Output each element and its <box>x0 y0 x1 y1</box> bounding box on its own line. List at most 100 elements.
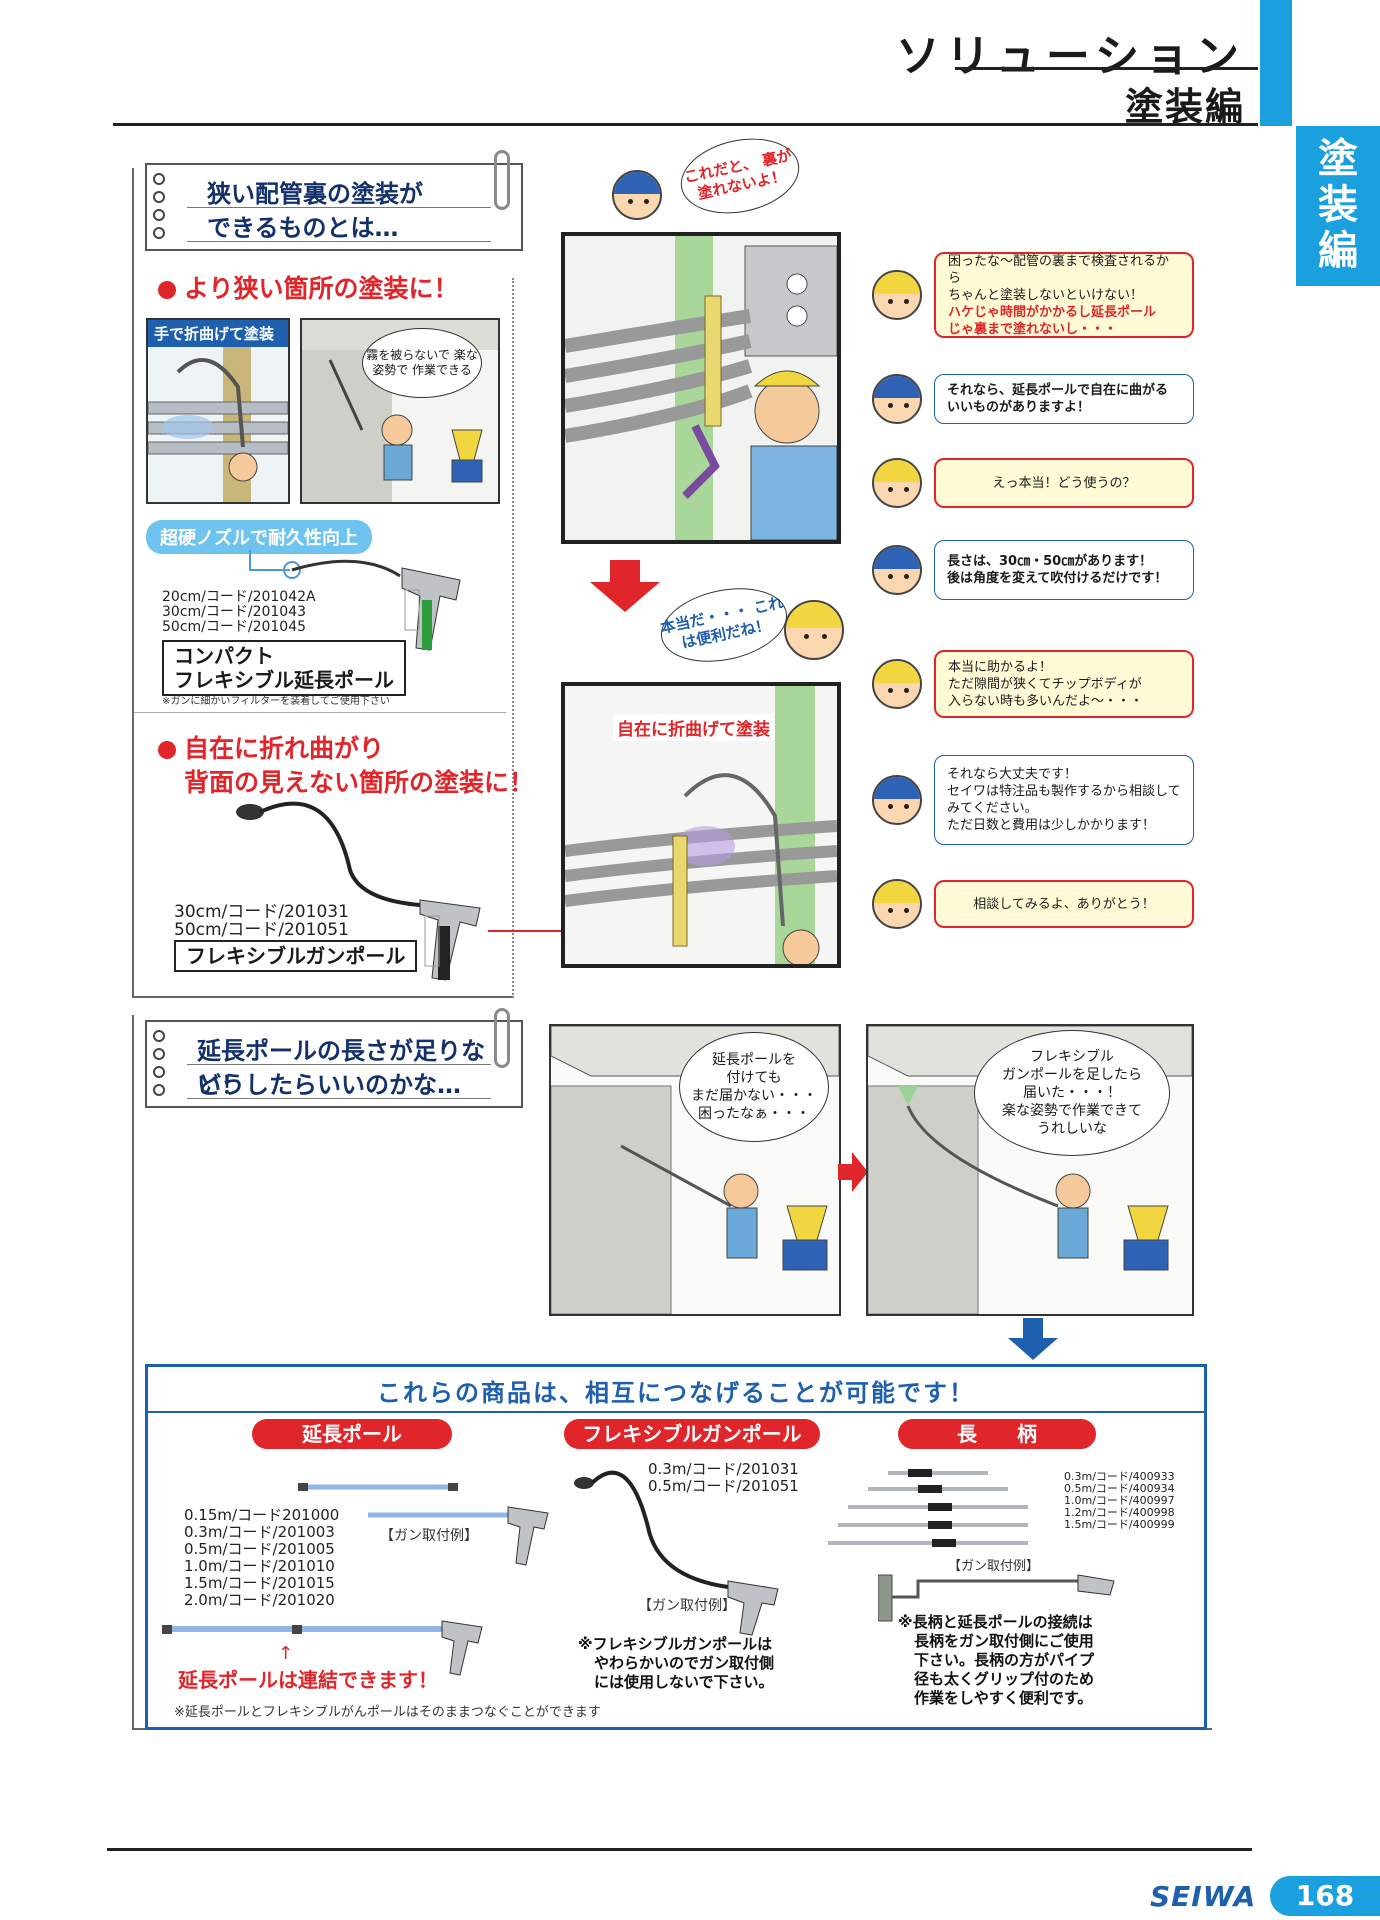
flex-bend-label: 自在に折曲げて塗装 <box>613 714 774 741</box>
dialogue-line: 後は角度を変えて吹付けるだけです！ <box>947 571 1168 586</box>
extension-pole-specs: 0.15m/コード201000 0.3m/コード/201003 0.5m/コード… <box>184 1507 339 1609</box>
flex-gun-pole-bottom-illustration <box>574 1470 779 1636</box>
page-subtitle: 塗装編 <box>1124 85 1245 129</box>
flex-gun-pole-note: ※フレキシブルガンポールは やわらかいのでガン取付側 には使用しないで下さい。 <box>578 1635 774 1692</box>
box-title: これらの商品は、相互につなげることが可能です！ <box>377 1379 975 1407</box>
note-line: ※フレキシブルガンポールは <box>578 1635 773 1653</box>
worker-face-yellow-icon <box>872 458 922 508</box>
dialogue-row: 長さは、30㎝・50㎝があります！後は角度を変えて吹付けるだけです！ <box>872 540 1194 600</box>
heading-flexible: 自在に折れ曲がり 背面の見えない箇所の塗装に！ <box>158 732 534 800</box>
dialogue-line: みてください。 <box>947 801 1038 816</box>
connected-pole-illustration <box>162 1620 483 1676</box>
illustration-flex-bend: 自在に折曲げて塗装 <box>561 682 841 968</box>
heading-text: 自在に折れ曲がり <box>184 734 385 763</box>
pole-reached-illustration <box>868 1026 1192 1314</box>
worker-face-blue-icon <box>872 775 922 825</box>
dialogue-line-emphasis: ハケじゃ時間がかかるし延長ポール <box>948 304 1157 320</box>
note-line: 長柄をガン取付側にご使用 <box>914 1632 1094 1650</box>
dialogue-line: セイワは特注品も製作するから相談して <box>947 784 1181 799</box>
flex-gun-pole-example: 【ガン取付例】 <box>638 1598 736 1614</box>
heading-text: 背面の見えない箇所の塗装に！ <box>184 768 535 797</box>
dialogue-line: ただ日数と費用は少しかかります！ <box>947 818 1156 833</box>
arrow-down-blue-icon <box>1008 1318 1058 1360</box>
compact-pole-illustration <box>249 550 461 651</box>
paperclip-icon <box>494 150 510 210</box>
dialogue-line: えっ本当！どう使うの？ <box>992 475 1136 491</box>
note-line: 作業をしやすく便利です。 <box>914 1689 1093 1707</box>
footer-rule <box>107 1848 1252 1851</box>
note-line: 径も太くグリップ付のため <box>914 1670 1095 1688</box>
speech-bubble: フレキシブル ガンポールを足したら 届いた・・・！ 楽な姿勢で作業できて うれし… <box>974 1030 1170 1156</box>
arrow-right-icon <box>838 1152 868 1192</box>
pipe-back-illustration <box>565 236 837 540</box>
flex-bend-illustration <box>565 686 837 964</box>
bullet-dot-icon <box>158 741 176 759</box>
dialogue-line-emphasis: じゃ裏まで塗れないし・・・ <box>948 321 1118 337</box>
flex-spec-list: 30cm/コード/201031 50cm/コード/201051 <box>174 903 349 939</box>
illustration-pole-reached: フレキシブル ガンポールを足したら 届いた・・・！ 楽な姿勢で作業できて うれし… <box>866 1024 1194 1316</box>
dialogue-line: 困ったな〜配管の裏まで検査されるから <box>948 253 1170 286</box>
speech-line: 延長ポールを <box>712 1052 796 1068</box>
spec-line: 1.5m/コード/400999 <box>1064 1518 1175 1531</box>
dialogue-line: 入らない時も多いんだよ〜・・・ <box>948 693 1144 709</box>
long-handle-specs: 0.3m/コード/400933 0.5m/コード/400934 1.0m/コード… <box>1064 1471 1175 1531</box>
side-tab-char-3: 編 <box>1318 228 1358 274</box>
pointer-line <box>488 930 562 932</box>
ring <box>153 1048 165 1060</box>
dialogue-line: ただ隙間が狭くてチップボディが <box>948 676 1142 692</box>
speech-bubble: 延長ポールを 付けても まだ届かない・・・ 困ったなぁ・・・ <box>679 1032 829 1142</box>
note-line: ※長柄と延長ポールの接続は <box>898 1613 1093 1631</box>
spec-line: 0.5m/コード/400934 <box>1064 1482 1175 1495</box>
dialogue-line: 本当に助かるよ！ <box>948 659 1053 675</box>
spec-line: 1.0m/コード/400997 <box>1064 1494 1175 1507</box>
note-rule <box>187 1098 491 1099</box>
speech-line: フレキシブル <box>1030 1049 1114 1065</box>
bullet-dot-icon <box>158 281 176 299</box>
long-handle-example: 【ガン取付例】 <box>948 1559 1040 1574</box>
flex-product-name: フレキシブルガンポール <box>174 940 418 972</box>
speech-line: 付けても <box>726 1070 782 1086</box>
worker-face-yellow-icon <box>784 600 844 660</box>
dialogue-bubble: えっ本当！どう使うの？ <box>934 458 1194 508</box>
spec-line: 1.0m/コード/201010 <box>184 1557 335 1575</box>
heading-narrow-spots: より狭い箇所の塗装に！ <box>158 272 459 306</box>
note-card-1: 狭い配管裏の塗装が できるものとは… <box>145 163 523 251</box>
page-title: ソリューション <box>895 31 1245 82</box>
note-text-1: 延長ポールの長さが足りない！ <box>197 1037 485 1099</box>
dialogue-bubble: 本当に助かるよ！ただ隙間が狭くてチップボディが入らない時も多いんだよ〜・・・ <box>934 650 1194 718</box>
speech-line: 楽な姿勢で作業できて <box>1002 1103 1142 1119</box>
spec-line: 50cm/コード/201045 <box>162 619 307 635</box>
ring <box>153 191 165 203</box>
dialogue-row: えっ本当！どう使うの？ <box>872 458 1194 508</box>
dialogue-line: いいものがありますよ！ <box>947 400 1091 415</box>
note-card-2: 延長ポールの長さが足りない！ どうしたらいいのかな… <box>145 1020 523 1108</box>
extension-pole-pill: 延長ポール <box>252 1419 452 1449</box>
dialogue-row: それなら、延長ポールで自在に曲がるいいものがありますよ！ <box>872 374 1194 424</box>
page-number: 168 <box>1270 1876 1380 1916</box>
ring <box>153 1084 165 1096</box>
worker-face-yellow-icon <box>872 879 922 929</box>
note-rule <box>187 207 491 208</box>
spec-line: 0.3m/コード/201003 <box>184 1523 335 1541</box>
section1-frame <box>132 168 512 998</box>
heading-text: より狭い箇所の塗装に！ <box>184 274 459 303</box>
dialogue-row: 本当に助かるよ！ただ隙間が狭くてチップボディが入らない時も多いんだよ〜・・・ <box>872 650 1194 718</box>
product-name-line: コンパクト <box>174 644 274 668</box>
speech-text: これだと、 裏が塗れないよ！ <box>682 146 794 203</box>
pipes-illustration <box>148 347 288 502</box>
compact-note: ※ガンに細かいフィルターを装着してご使用下さい <box>162 696 390 707</box>
flex-gun-pole-specs: 0.3m/コード/201031 0.5m/コード/201051 <box>648 1461 799 1495</box>
compact-spec-list: 20cm/コード/201042A 30cm/コード/201043 50cm/コー… <box>162 590 316 635</box>
spec-line: 0.5m/コード/201051 <box>648 1477 799 1495</box>
connectable-products-box: これらの商品は、相互につなげることが可能です！ 延長ポール 0.15m/コード2… <box>145 1364 1207 1730</box>
ring <box>153 173 165 185</box>
long-handle-note: ※長柄と延長ポールの接続は 長柄をガン取付側にご使用 下さい。長柄の方がパイプ … <box>898 1613 1094 1708</box>
extension-pole-illustration <box>298 1483 549 1566</box>
dialogue-line: それなら大丈夫です！ <box>947 767 1078 782</box>
title-underline <box>955 67 1258 70</box>
dialogue-line: それなら、延長ポールで自在に曲がる <box>947 383 1169 398</box>
compact-product-name: コンパクト フレキシブル延長ポール <box>162 640 406 696</box>
dialogue-bubble: 困ったな〜配管の裏まで検査されるからちゃんと塗装しないといけない！ハケじゃ時間が… <box>934 252 1194 338</box>
side-tab-char-1: 塗 <box>1318 136 1358 182</box>
note-rule <box>187 1064 491 1065</box>
